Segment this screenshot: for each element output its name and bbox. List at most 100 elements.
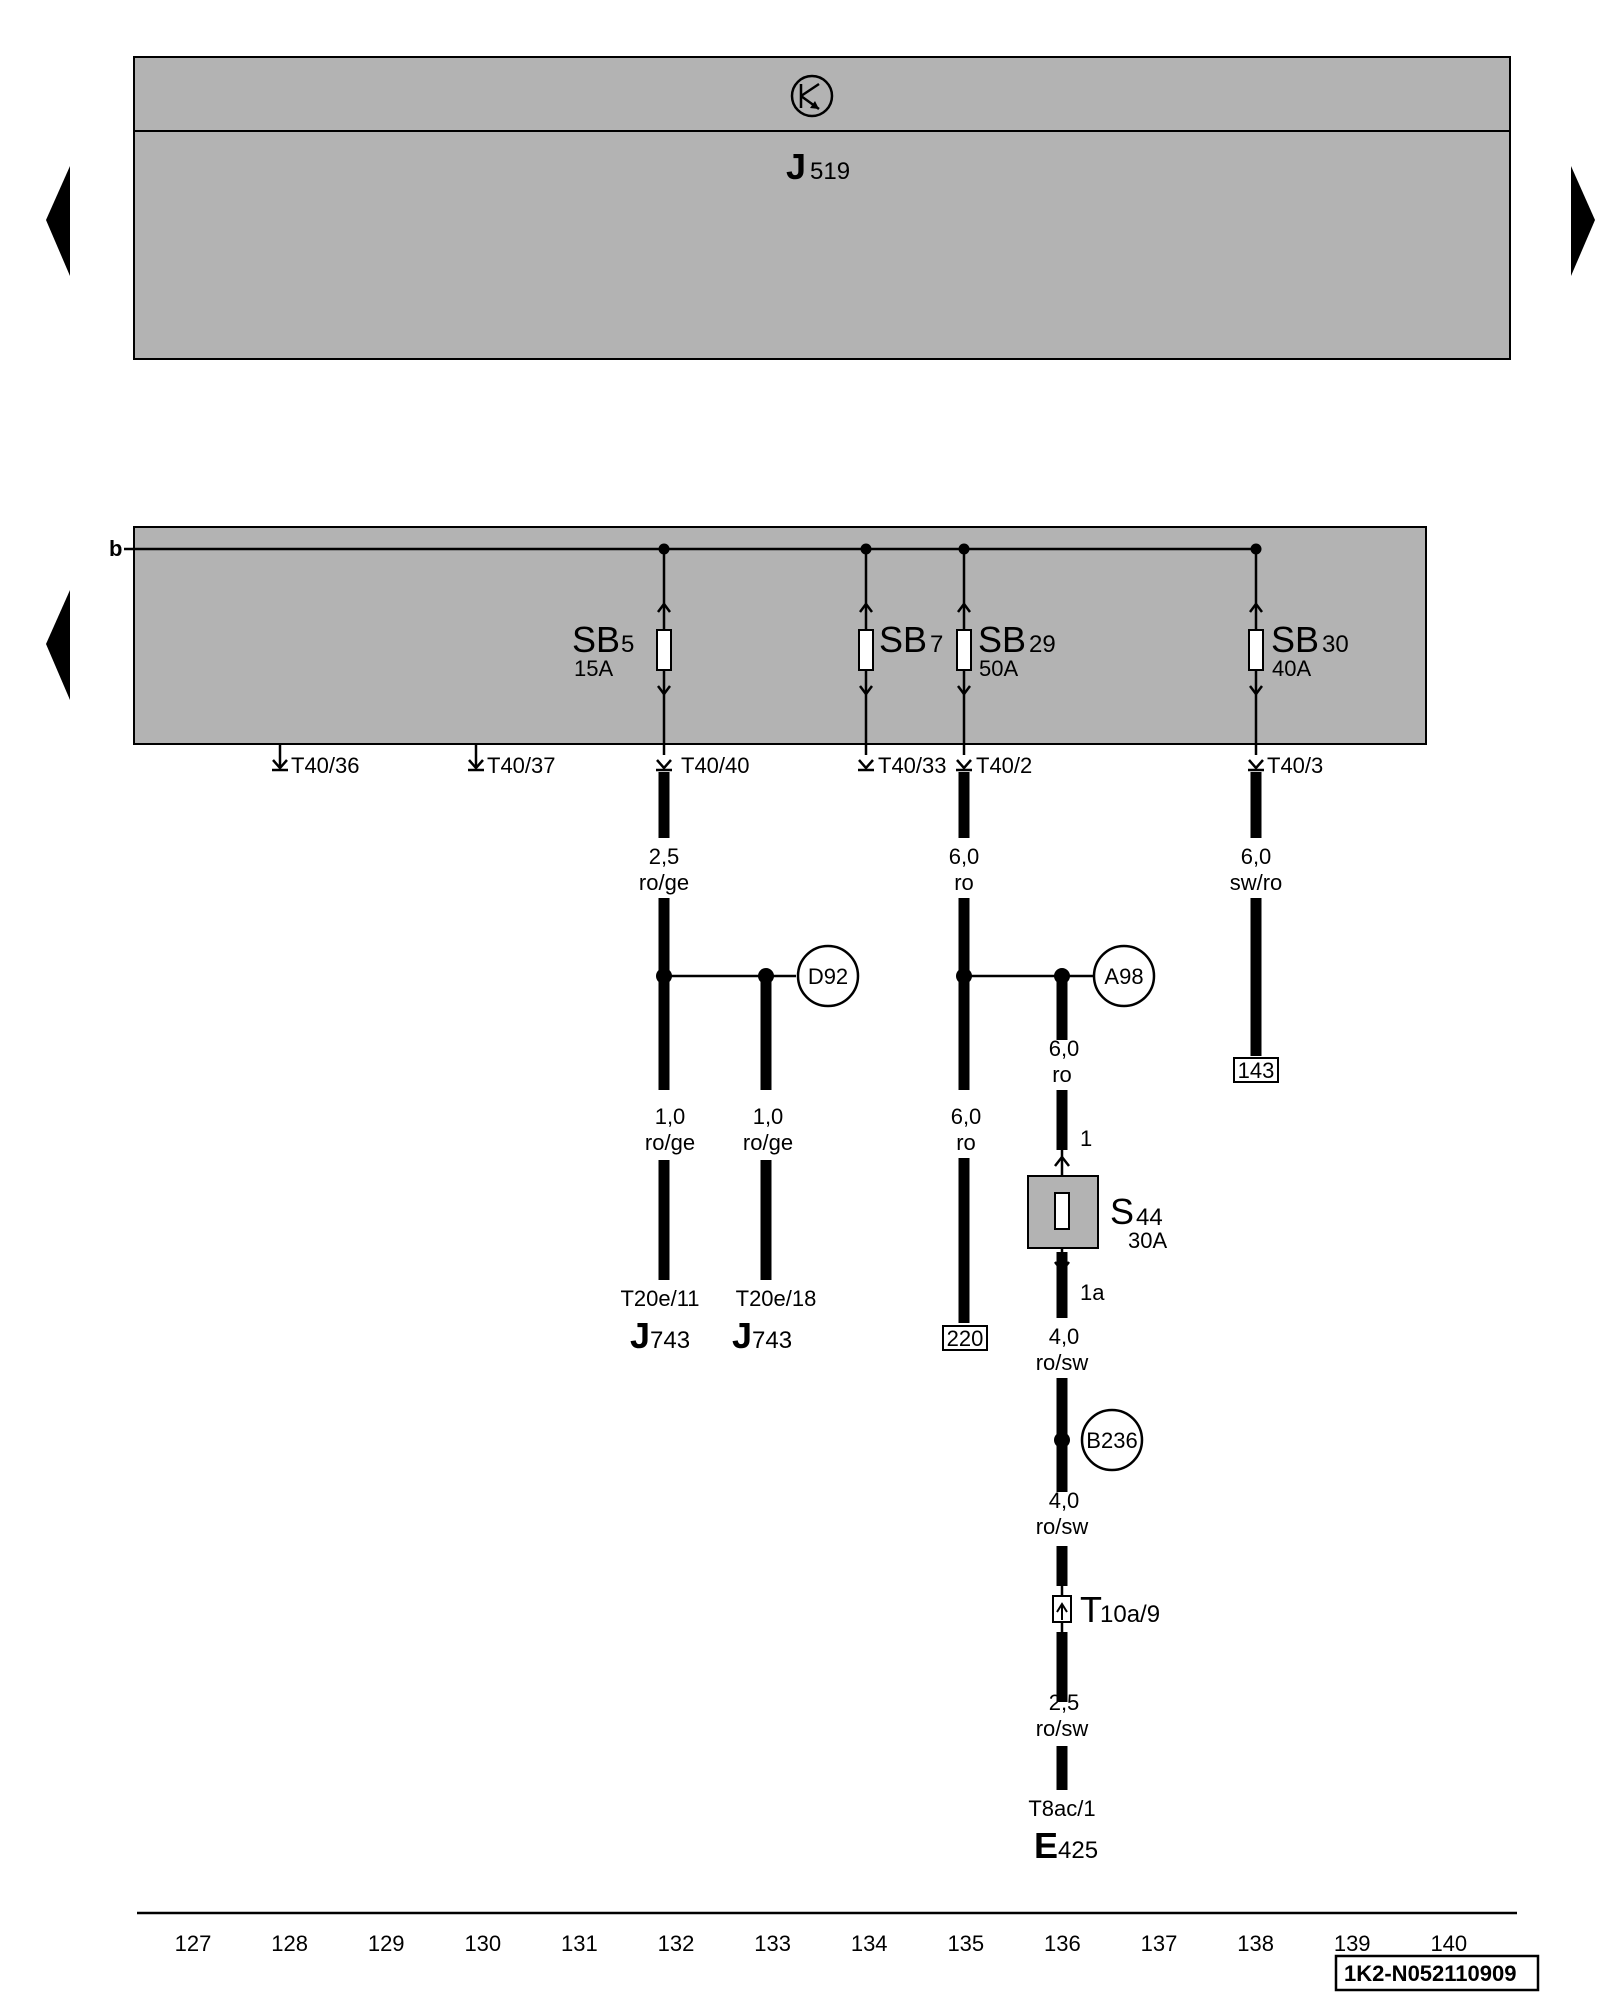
terminal-t40-33-label: T40/33 — [878, 753, 947, 778]
grid-number: 127 — [175, 1931, 212, 1956]
wire-9-color: ro/sw — [1036, 1514, 1089, 1539]
fuse-sb29-sub: 29 — [1029, 631, 1056, 658]
grid-number: 140 — [1430, 1931, 1467, 1956]
end-j743-b-name: J — [732, 1315, 752, 1356]
fuse-sb5-rating: 15A — [574, 656, 613, 681]
end-component-e425: T8ac/1 E 425 — [1028, 1796, 1098, 1866]
wire-4-color: ro/ge — [645, 1130, 695, 1155]
fuse-sb30: SB 30 40A — [1248, 549, 1349, 755]
grid-number: 136 — [1044, 1931, 1081, 1956]
terminal-t40-33: T40/33 — [858, 753, 947, 778]
wire-1-size: 2,5 — [649, 844, 680, 869]
wire-10-color: ro/sw — [1036, 1716, 1089, 1741]
wire-7-color: ro — [1052, 1062, 1072, 1087]
module-j519-sub: 519 — [810, 158, 850, 185]
ref-box-220[interactable]: 220 — [942, 1325, 988, 1351]
grid-number: 131 — [561, 1931, 598, 1956]
grid-number: 133 — [754, 1931, 791, 1956]
end-component-j743-a: T20e/11 J 743 — [620, 1286, 699, 1356]
connector-a98-label: A98 — [1104, 964, 1143, 989]
wire-5-size: 1,0 — [753, 1104, 784, 1129]
connector-t10a-name: T — [1080, 1589, 1102, 1630]
grid-number: 130 — [464, 1931, 501, 1956]
fuse-sb30-rating: 40A — [1272, 656, 1311, 681]
end-j743-a-sub: 743 — [650, 1327, 690, 1354]
terminal-t40-36: T40/36 — [272, 744, 360, 778]
wire-1-color: ro/ge — [639, 870, 689, 895]
wire-8-color: ro/sw — [1036, 1350, 1089, 1375]
connector-d92-label: D92 — [808, 964, 848, 989]
terminal-t40-40: T40/40 — [656, 753, 750, 778]
doc-id-label: 1K2-N052110909 — [1344, 1961, 1516, 1986]
fuse-sb5-sub: 5 — [621, 631, 634, 658]
end-e425-sub: 425 — [1058, 1837, 1098, 1864]
fuse-sb5-name: SB — [572, 619, 620, 660]
fuse-sb5: SB 5 15A — [572, 549, 672, 755]
wire-10-size: 2,5 — [1049, 1690, 1080, 1715]
connector-b236-label: B236 — [1086, 1428, 1137, 1453]
grid-number: 129 — [368, 1931, 405, 1956]
fuse-sb29-name: SB — [978, 619, 1026, 660]
connector-t10a-sub: 10a/9 — [1100, 1601, 1160, 1628]
terminal-t40-37-label: T40/37 — [487, 753, 556, 778]
module-j519-name: J — [786, 146, 806, 187]
fuse-s44-sub: 44 — [1136, 1204, 1163, 1231]
terminal-t40-3: T40/3 — [1248, 753, 1323, 778]
terminal-t40-37: T40/37 — [468, 744, 556, 778]
fuse-s44-pin-in: 1 — [1080, 1126, 1092, 1151]
end-component-j743-b: T20e/18 J 743 — [732, 1286, 816, 1356]
wire-5-color: ro/ge — [743, 1130, 793, 1155]
fuse-s44: 1 1a S 44 30A — [1027, 1126, 1167, 1305]
fuse-s44-pin-out: 1a — [1080, 1280, 1105, 1305]
fuse-s44-name: S — [1110, 1191, 1134, 1232]
connector-d92[interactable]: D92 — [796, 944, 860, 1008]
wire-6-size: 6,0 — [951, 1104, 982, 1129]
grid-numbers: 127 128 129 130 131 132 133 134 135 136 137 138 139 1… — [175, 1931, 1468, 1956]
transistor-symbol-icon — [790, 74, 834, 118]
wire-8-size: 4,0 — [1049, 1324, 1080, 1349]
ref-box-143-label: 143 — [1238, 1058, 1275, 1083]
terminal-t40-40-label: T40/40 — [681, 753, 750, 778]
module-j519: J 519 — [133, 56, 1511, 360]
grid-number: 135 — [947, 1931, 984, 1956]
fuse-sb30-name: SB — [1271, 619, 1319, 660]
doc-id-box: 1K2-N052110909 — [1334, 1954, 1540, 1992]
prev-page-arrow-icon[interactable] — [46, 166, 70, 276]
wire-3-color: sw/ro — [1230, 870, 1283, 895]
grid-number: 137 — [1141, 1931, 1178, 1956]
wire-2-color: ro — [954, 870, 974, 895]
ref-box-143[interactable]: 143 — [1233, 1057, 1279, 1083]
terminal-t40-36-label: T40/36 — [291, 753, 360, 778]
grid-number: 132 — [658, 1931, 695, 1956]
next-page-arrow-icon[interactable] — [1571, 166, 1595, 276]
wires — [656, 772, 1262, 1790]
fuse-sb29: SB 29 50A — [956, 549, 1056, 755]
fuse-s44-rating: 30A — [1128, 1228, 1167, 1253]
grid-number: 134 — [851, 1931, 888, 1956]
end-j743-a-name: J — [630, 1315, 650, 1356]
fuse-sb7: SB 7 — [858, 549, 943, 755]
fuse-sb29-rating: 50A — [979, 656, 1018, 681]
connector-a98[interactable]: A98 — [1092, 944, 1156, 1008]
fuse-sb7-name: SB — [879, 619, 927, 660]
prev-page-arrow-icon-2[interactable] — [46, 590, 70, 700]
fuse-sb30-sub: 30 — [1322, 631, 1349, 658]
grid-number: 128 — [271, 1931, 308, 1956]
connector-b236[interactable]: B236 — [1080, 1408, 1144, 1472]
wire-3-size: 6,0 — [1241, 844, 1272, 869]
wire-4-size: 1,0 — [655, 1104, 686, 1129]
terminal-t40-3-label: T40/3 — [1267, 753, 1323, 778]
grid-number: 138 — [1237, 1931, 1274, 1956]
end-j743-b-sub: 743 — [752, 1327, 792, 1354]
wire-6-color: ro — [956, 1130, 976, 1155]
end-j743-b-pin: T20e/18 — [736, 1286, 817, 1311]
connector-t10a-9: T 10a/9 — [1052, 1586, 1160, 1632]
fuse-sb7-sub: 7 — [930, 631, 943, 658]
wire-7-size: 6,0 — [1049, 1036, 1080, 1061]
end-e425-name: E — [1034, 1825, 1058, 1866]
terminal-t40-2: T40/2 — [956, 753, 1032, 778]
ref-box-220-label: 220 — [947, 1326, 984, 1351]
grid-number: 139 — [1334, 1931, 1371, 1956]
wire-9-size: 4,0 — [1049, 1488, 1080, 1513]
